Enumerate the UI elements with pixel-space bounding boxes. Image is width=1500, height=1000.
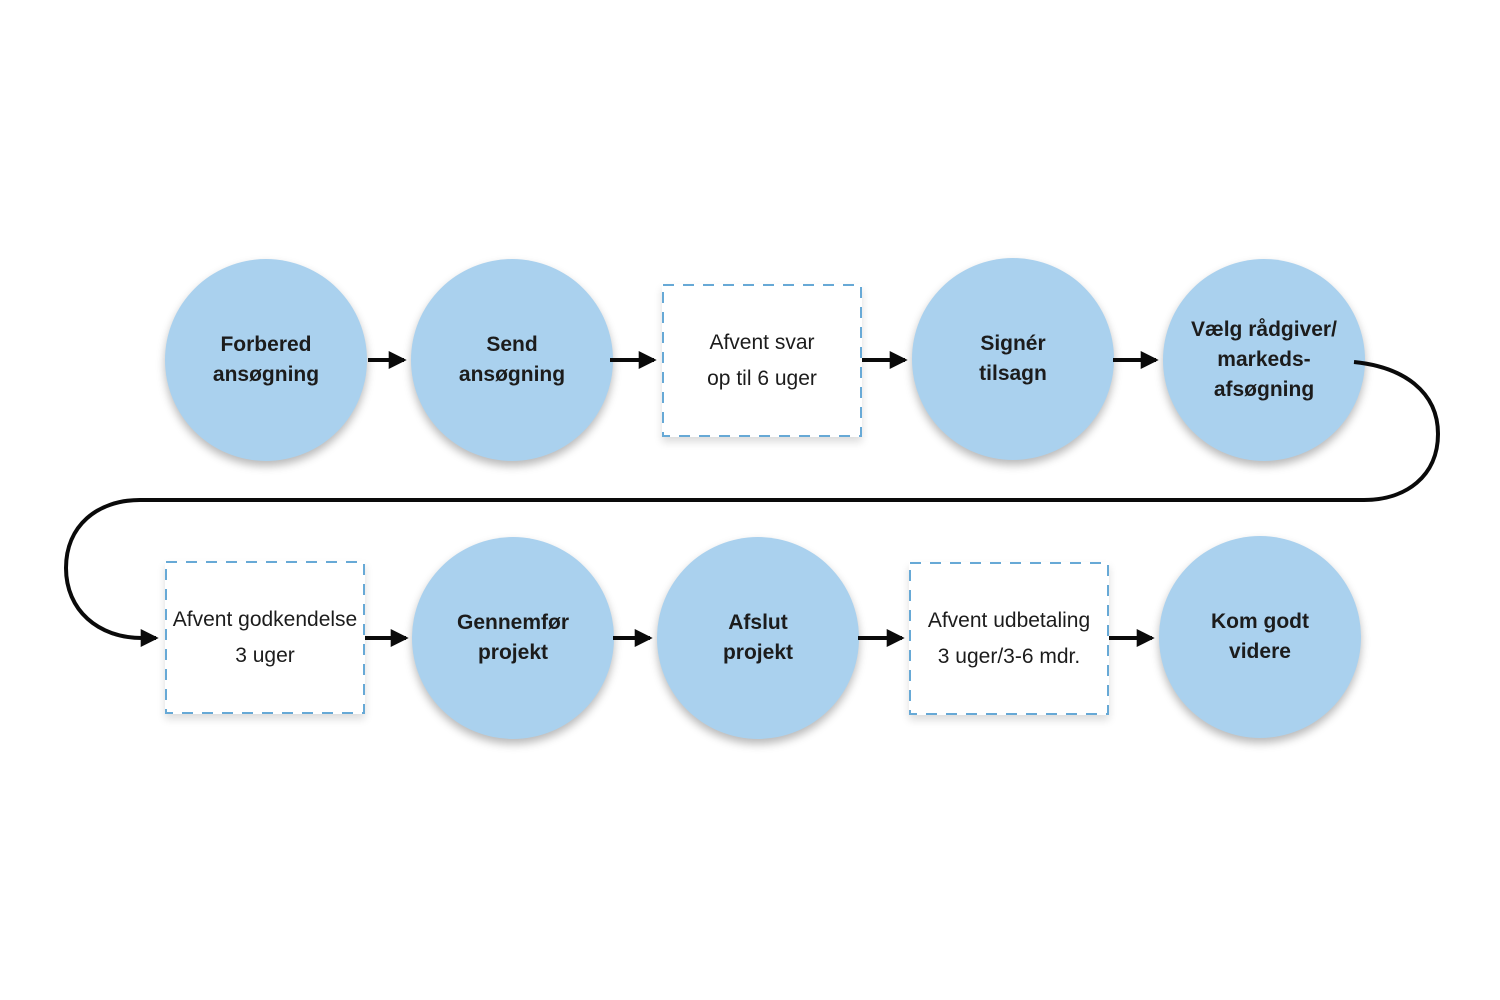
node-signer-tilsagn: Signér tilsagn — [912, 258, 1114, 460]
node-afvent-udbetaling: Afvent udbetaling 3 uger/3-6 mdr. — [909, 562, 1109, 715]
node-send-ansoegning: Send ansøgning — [411, 259, 613, 461]
node-vaelg-raadgiver: Vælg rådgiver/ markeds- afsøgning — [1163, 259, 1365, 461]
node-forbered-ansoegning: Forbered ansøgning — [165, 259, 367, 461]
node-afvent-svar: Afvent svar op til 6 uger — [662, 284, 862, 437]
node-afvent-godkendelse: Afvent godkendelse 3 uger — [165, 561, 365, 714]
node-kom-godt-videre: Kom godt videre — [1159, 536, 1361, 738]
node-afslut-projekt: Afslut projekt — [657, 537, 859, 739]
node-gennemfoer-projekt: Gennemfør projekt — [412, 537, 614, 739]
